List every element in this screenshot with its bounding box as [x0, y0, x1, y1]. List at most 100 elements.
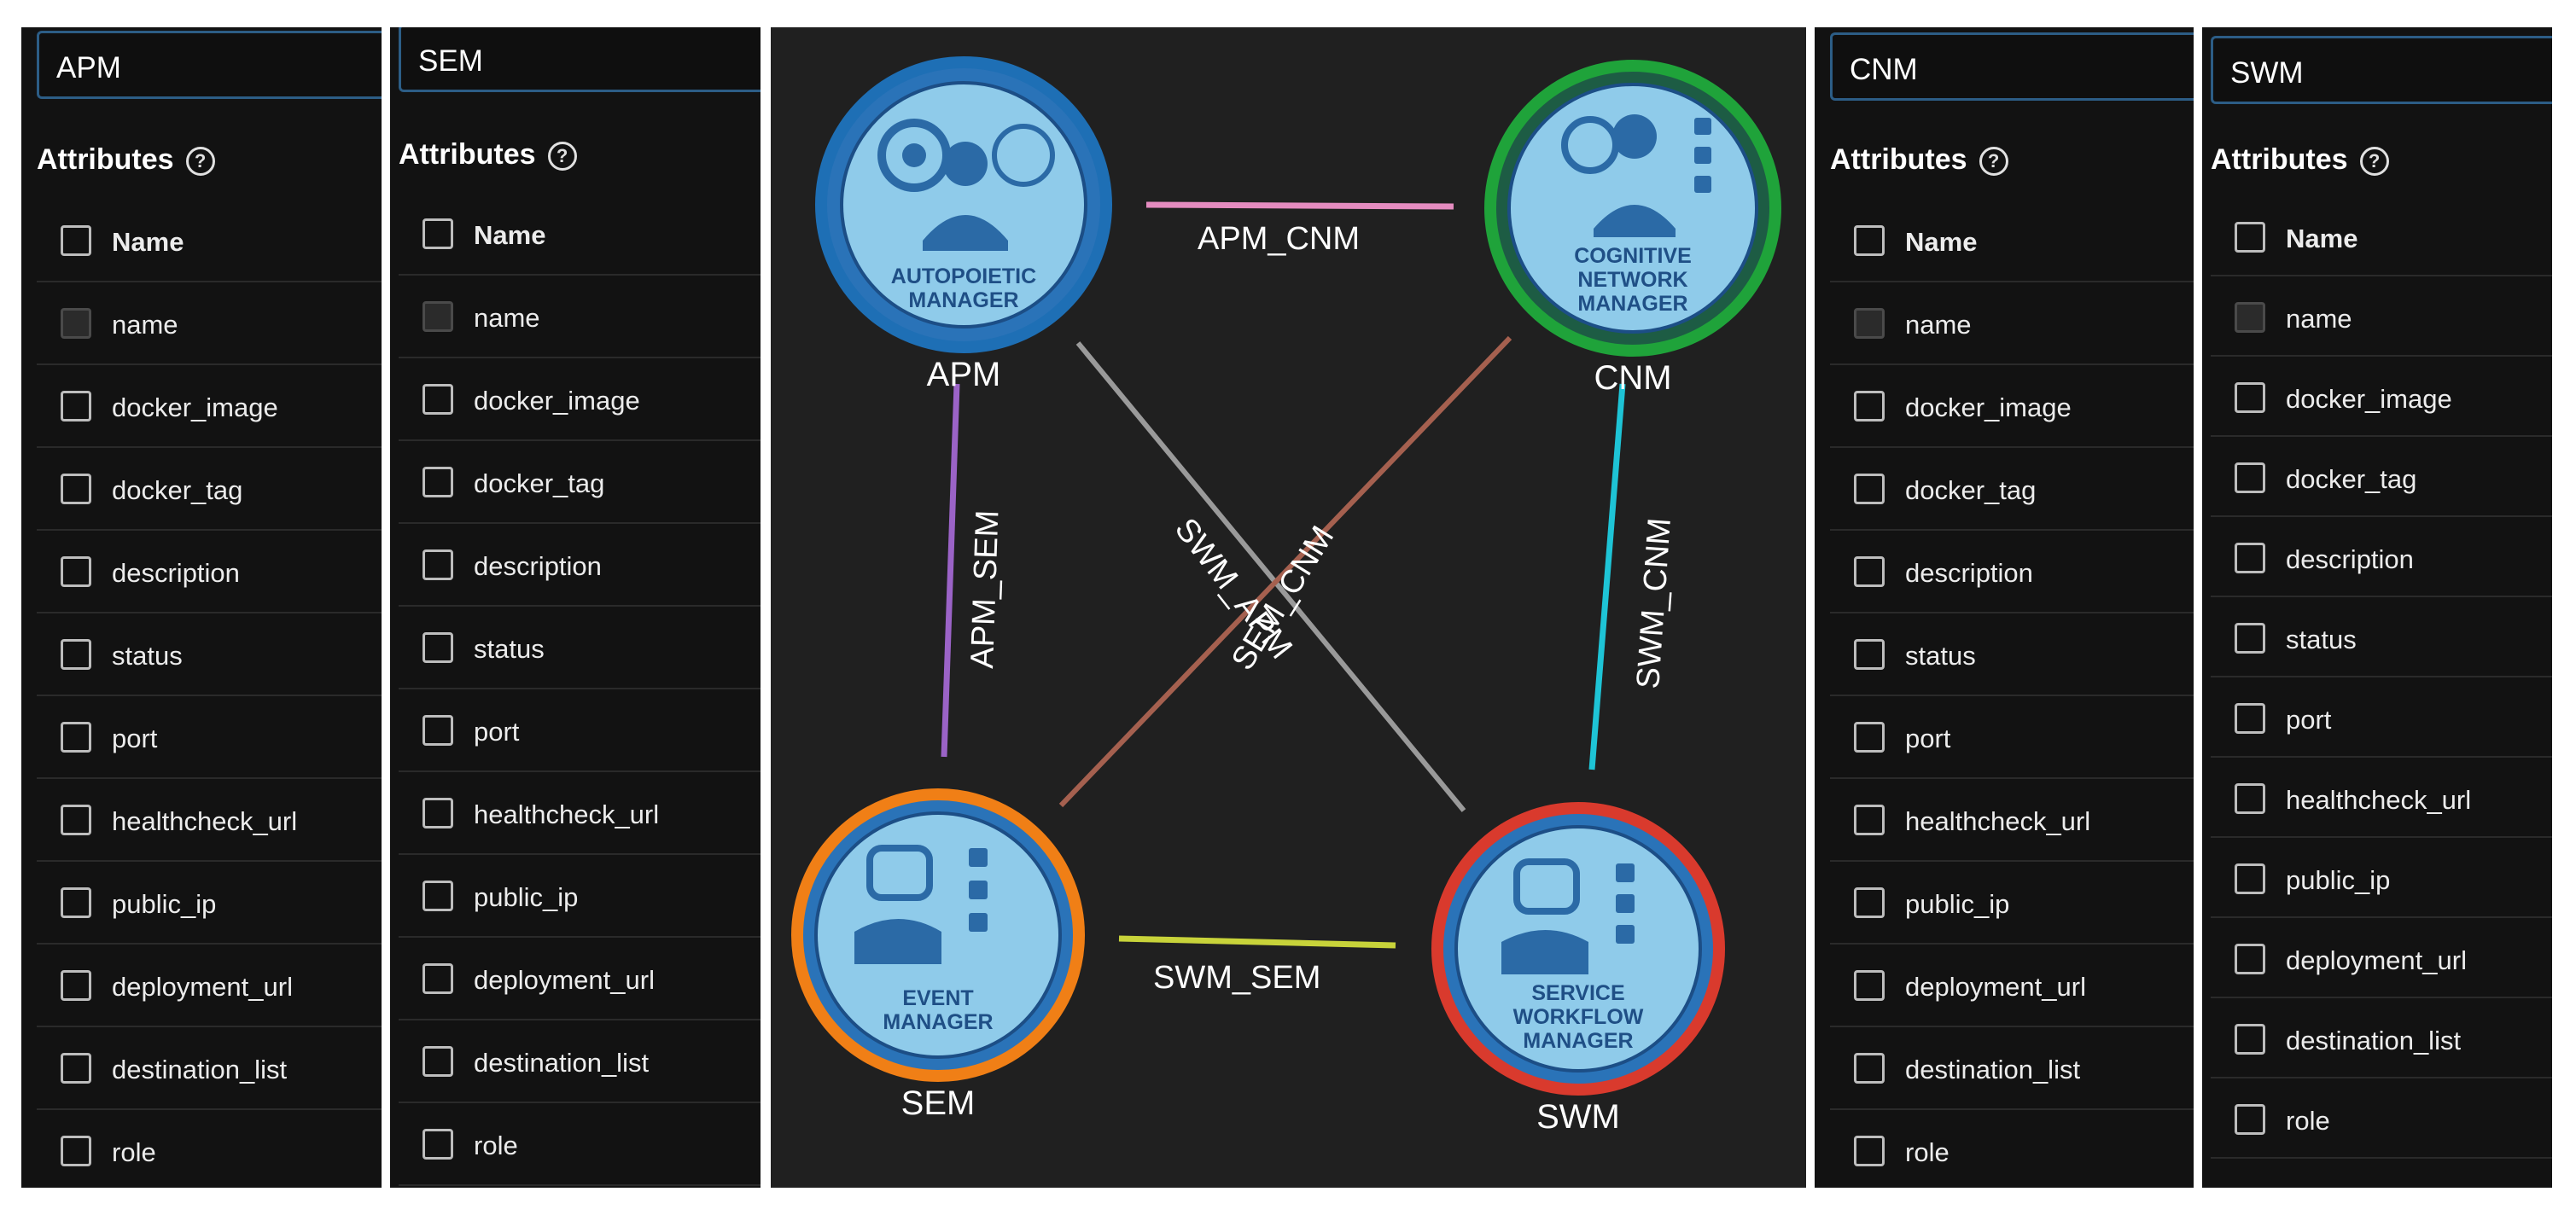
attribute-checkbox[interactable]	[1854, 887, 1885, 918]
attribute-row[interactable]: role	[37, 1108, 382, 1188]
node-sem[interactable]: EVENT MANAGER SEM	[791, 788, 1085, 1122]
attribute-checkbox[interactable]	[61, 805, 91, 835]
help-icon[interactable]: ?	[185, 147, 215, 177]
help-icon[interactable]: ?	[1979, 147, 2008, 177]
attribute-row[interactable]: role	[1830, 1108, 2194, 1188]
attribute-row[interactable]: deployment_url	[1830, 943, 2194, 1027]
attribute-checkbox[interactable]	[1854, 391, 1885, 421]
attribute-row[interactable]: destination_list	[1830, 1026, 2194, 1110]
attribute-checkbox[interactable]	[61, 1053, 91, 1084]
help-icon[interactable]: ?	[2359, 147, 2389, 177]
attribute-checkbox[interactable]	[423, 467, 453, 497]
attribute-row-header[interactable]: Name	[399, 191, 761, 276]
attribute-checkbox[interactable]	[2235, 382, 2265, 413]
attribute-checkbox[interactable]	[423, 384, 453, 415]
attribute-row[interactable]: docker_image	[1830, 363, 2194, 448]
attribute-row[interactable]: status	[1830, 612, 2194, 696]
attribute-row[interactable]: status	[399, 605, 761, 689]
attribute-row[interactable]: docker_image	[399, 357, 761, 441]
attribute-row[interactable]: description	[37, 529, 382, 613]
attribute-checkbox[interactable]	[2235, 703, 2265, 734]
attribute-row[interactable]: status	[2211, 596, 2552, 677]
attribute-row[interactable]: role	[399, 1102, 761, 1186]
attribute-row[interactable]: port	[1830, 695, 2194, 779]
attribute-row-header[interactable]: Name	[2211, 195, 2552, 276]
attribute-checkbox[interactable]	[2235, 1024, 2265, 1055]
search-input[interactable]: CNM	[1830, 32, 2194, 101]
attribute-checkbox[interactable]	[423, 632, 453, 663]
attribute-row[interactable]: description	[1830, 529, 2194, 613]
attribute-row[interactable]: public_ip	[2211, 836, 2552, 918]
attribute-checkbox[interactable]	[2235, 623, 2265, 654]
attribute-row-header[interactable]: Name	[1830, 198, 2194, 282]
attribute-row[interactable]: role	[2211, 1077, 2552, 1159]
attribute-checkbox[interactable]	[2235, 462, 2265, 493]
attribute-checkbox[interactable]	[1854, 556, 1885, 587]
search-input[interactable]: APM	[37, 31, 382, 99]
search-input[interactable]: SWM	[2211, 36, 2552, 104]
attribute-checkbox[interactable]	[423, 798, 453, 828]
node-apm[interactable]: AUTOPOIETIC MANAGER APM	[815, 56, 1112, 393]
attribute-checkbox[interactable]	[423, 549, 453, 580]
attribute-row[interactable]: healthcheck_url	[2211, 756, 2552, 838]
select-all-checkbox[interactable]	[423, 218, 453, 249]
attribute-checkbox[interactable]	[1854, 970, 1885, 1001]
attribute-row[interactable]: docker_image	[2211, 355, 2552, 437]
attribute-row[interactable]: description	[2211, 515, 2552, 597]
select-all-checkbox[interactable]	[2235, 222, 2265, 253]
node-swm[interactable]: SERVICE WORKFLOW MANAGER SWM	[1431, 802, 1725, 1136]
attribute-row[interactable]: port	[2211, 676, 2552, 758]
attribute-row[interactable]: deployment_url	[399, 936, 761, 1020]
attribute-checkbox[interactable]	[61, 1136, 91, 1166]
attribute-checkbox[interactable]	[1854, 1136, 1885, 1166]
edge-swm-sem[interactable]	[1118, 935, 1396, 949]
attribute-row[interactable]: docker_tag	[1830, 446, 2194, 531]
attribute-checkbox[interactable]	[61, 391, 91, 421]
attribute-row[interactable]: description	[399, 522, 761, 607]
attribute-checkbox[interactable]	[61, 474, 91, 504]
edge-apm-sem[interactable]	[941, 383, 960, 758]
attribute-checkbox[interactable]	[61, 639, 91, 670]
attribute-row[interactable]: status	[37, 612, 382, 696]
attribute-row[interactable]: public_ip	[37, 860, 382, 945]
attribute-checkbox[interactable]	[2235, 863, 2265, 894]
attribute-checkbox[interactable]	[1854, 722, 1885, 753]
attribute-checkbox[interactable]	[423, 963, 453, 994]
attribute-checkbox[interactable]	[61, 556, 91, 587]
attribute-row[interactable]: docker_tag	[399, 439, 761, 524]
attribute-checkbox[interactable]	[1854, 805, 1885, 835]
attribute-checkbox[interactable]	[423, 715, 453, 746]
attribute-row[interactable]: healthcheck_url	[1830, 777, 2194, 862]
attribute-checkbox[interactable]	[2235, 1104, 2265, 1135]
edge-sem-cnm[interactable]	[1058, 335, 1512, 808]
attribute-checkbox[interactable]	[423, 881, 453, 911]
attribute-row[interactable]: docker_tag	[37, 446, 382, 531]
attribute-checkbox[interactable]	[2235, 543, 2265, 573]
attribute-checkbox[interactable]	[61, 970, 91, 1001]
edge-swm-cnm[interactable]	[1588, 383, 1626, 770]
attribute-row[interactable]: port	[399, 688, 761, 772]
attribute-checkbox[interactable]	[1854, 639, 1885, 670]
attribute-row[interactable]: docker_image	[37, 363, 382, 448]
edge-swm-apm[interactable]	[1075, 341, 1466, 812]
attribute-row[interactable]: deployment_url	[37, 943, 382, 1027]
attribute-checkbox[interactable]	[2235, 944, 2265, 974]
attribute-checkbox[interactable]	[423, 1129, 453, 1160]
attribute-row[interactable]: public_ip	[399, 853, 761, 938]
attribute-checkbox[interactable]	[61, 722, 91, 753]
attribute-row[interactable]: healthcheck_url	[37, 777, 382, 862]
attribute-checkbox[interactable]	[61, 887, 91, 918]
node-cnm[interactable]: COGNITIVE NETWORK MANAGER CNM	[1484, 60, 1781, 397]
attribute-row-header[interactable]: Name	[37, 198, 382, 282]
attribute-row[interactable]: deployment_url	[2211, 916, 2552, 998]
attribute-checkbox[interactable]	[2235, 783, 2265, 814]
attribute-row[interactable]: destination_list	[399, 1019, 761, 1103]
attribute-checkbox[interactable]	[1854, 1053, 1885, 1084]
attribute-row[interactable]: destination_list	[37, 1026, 382, 1110]
attribute-checkbox[interactable]	[423, 1046, 453, 1077]
edge-apm-cnm[interactable]	[1145, 201, 1454, 210]
attribute-row[interactable]: destination_list	[2211, 997, 2552, 1078]
select-all-checkbox[interactable]	[61, 225, 91, 256]
search-input[interactable]: SEM	[399, 27, 761, 92]
select-all-checkbox[interactable]	[1854, 225, 1885, 256]
